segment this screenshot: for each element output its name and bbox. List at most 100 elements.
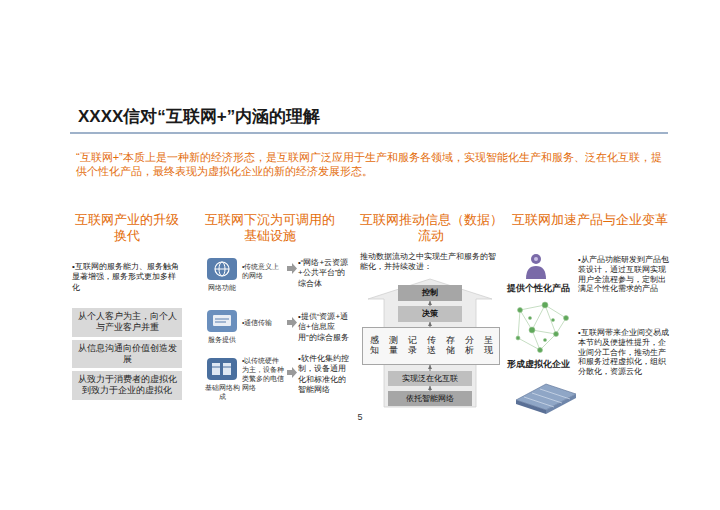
service-icon (215, 322, 226, 323)
network-cloud (518, 308, 523, 313)
network-cloud (545, 305, 556, 334)
page-number: 5 (350, 412, 370, 424)
bullet-text: •从产品功能研发到产品包装设计，通过互联网实现用户全流程参与，定制出满足个性化需… (578, 255, 670, 294)
page-title: XXXX信对“互联网+”内涵的理解 (78, 106, 320, 128)
bullet-text: •传统意义上的网络 (242, 262, 286, 280)
person-icon (526, 254, 546, 279)
service-icon (215, 319, 229, 320)
stage-band: 控制 (398, 285, 462, 301)
step-column: 分析 (463, 336, 475, 356)
step-column: 测量 (387, 336, 399, 356)
step-column: 感知 (368, 336, 380, 356)
infrastructure-icon (207, 358, 237, 380)
person-icon (526, 266, 546, 279)
transform-arrow (287, 263, 297, 274)
node-text: 记录 (408, 336, 417, 356)
network-cloud (545, 305, 566, 318)
network-cloud (543, 338, 546, 341)
network-cloud (540, 334, 556, 350)
step-column: 呈现 (482, 336, 494, 356)
infrastructure-icon (212, 363, 220, 375)
service-icon (207, 310, 237, 332)
shift-box: 从致力于消费者的虚拟化到致力于企业的虚拟化 (72, 371, 182, 400)
column-header: 互联网推动信息（数据）流动 (357, 212, 505, 245)
bullet-text: •提供“资源+通信+信息应用”的综合服务 (298, 312, 350, 343)
network-cloud (554, 332, 559, 337)
network-cloud (529, 327, 535, 333)
shift-box: 从个人客户为主，向个人与产业客户并重 (72, 308, 182, 337)
network-cloud (520, 305, 545, 310)
network-icon (219, 262, 225, 276)
network-cloud (518, 310, 520, 338)
service-icon (213, 315, 231, 326)
network-cloud (538, 348, 543, 353)
node-text: 感知 (370, 336, 379, 356)
icon-label: 服务提供 (203, 335, 241, 344)
stage-band: 依托智能网络 (388, 391, 472, 406)
network-cloud (551, 318, 554, 321)
bullet-text: •通信传输 (242, 318, 286, 327)
node-text: 实现泛在化互联 (388, 374, 472, 384)
bullet-text: •以传统硬件为主，设备种类繁多的电信网络 (242, 356, 286, 392)
infrastructure-icon (207, 358, 237, 380)
node-text: 分析 (465, 336, 474, 356)
infrastructure-icon (223, 363, 231, 375)
network-icon (215, 269, 229, 270)
node-text: 决策 (398, 309, 462, 319)
node-text: 控制 (398, 288, 462, 298)
transform-arrow (287, 367, 297, 378)
enterprise-building (516, 384, 576, 414)
bullet-text: •互联网带来企业间交易成本节约及便捷性提升，企业间分工合作，推动生产和服务过程虚… (578, 328, 670, 377)
network-cloud (542, 302, 548, 308)
process-box: 感知测量记录传送存储分析呈现 (362, 327, 500, 365)
enterprise-building (540, 389, 570, 399)
node-text: 从个人客户为主，向个人与产业客户并重 (76, 311, 178, 334)
column-header: 互联网产业的升级换代 (70, 212, 184, 245)
node-text: 从信息沟通向价值创造发展 (76, 343, 178, 366)
node-text: 呈现 (484, 336, 493, 356)
node-text: 从致力于消费者的虚拟化到致力于企业的虚拟化 (76, 374, 178, 397)
network-cloud (528, 316, 531, 319)
shift-box: 从信息沟通向价值创造发展 (72, 340, 182, 369)
network-cloud (516, 302, 569, 353)
bullet-text: •软件化集约控制，设备通用化和标准化的智能网络 (298, 354, 350, 396)
network-cloud (556, 318, 566, 334)
enterprise-building (516, 400, 546, 414)
person-icon (531, 254, 541, 264)
enterprise-building (532, 393, 562, 403)
network-icon (207, 258, 237, 280)
node-text: 测量 (389, 336, 398, 356)
node-text: 存储 (446, 336, 455, 356)
service-icon (207, 310, 237, 332)
image-label: 提供个性化产品 (506, 283, 570, 294)
column-header: 互联网下沉为可调用的基础设施 (200, 212, 340, 245)
bullet-text: •“网络+云资源+公共平台”的综合体 (298, 258, 350, 289)
step-column: 记录 (406, 336, 418, 356)
stage-band: 实现泛在化互联 (388, 371, 472, 386)
network-icon (215, 262, 229, 276)
node-text: 传送 (427, 336, 436, 356)
enterprise-building (524, 397, 554, 407)
intro-text: 推动数据流动之中实现生产和服务的智能化，并持续改进： (360, 252, 502, 273)
transform-arrow (287, 263, 297, 378)
network-cloud (518, 338, 540, 350)
step-column: 存储 (444, 336, 456, 356)
person-icon (534, 257, 538, 261)
infrastructure-icon (212, 367, 231, 368)
subtitle: “互联网+”本质上是一种新的经济形态，是互联网广泛应用于生产和服务各领域，实现智… (76, 150, 672, 179)
icon-label: 网络功能 (203, 283, 241, 292)
node-text: 依托智能网络 (388, 394, 472, 404)
title-rule (70, 132, 668, 134)
transform-arrow (287, 317, 297, 328)
bullet-text: •互联网的服务能力、服务触角显著增强，服务形式更加多样化 (72, 262, 182, 293)
enterprise-building (546, 394, 576, 414)
stage-band: 决策 (398, 306, 462, 322)
icon-label: 基础网络构成 (203, 383, 241, 401)
network-cloud (516, 336, 520, 340)
step-column: 传送 (425, 336, 437, 356)
network-cloud (532, 305, 545, 330)
column-header: 互联网加速产品与企业变革 (510, 212, 670, 228)
network-cloud (532, 330, 556, 334)
network-cloud (520, 310, 532, 330)
